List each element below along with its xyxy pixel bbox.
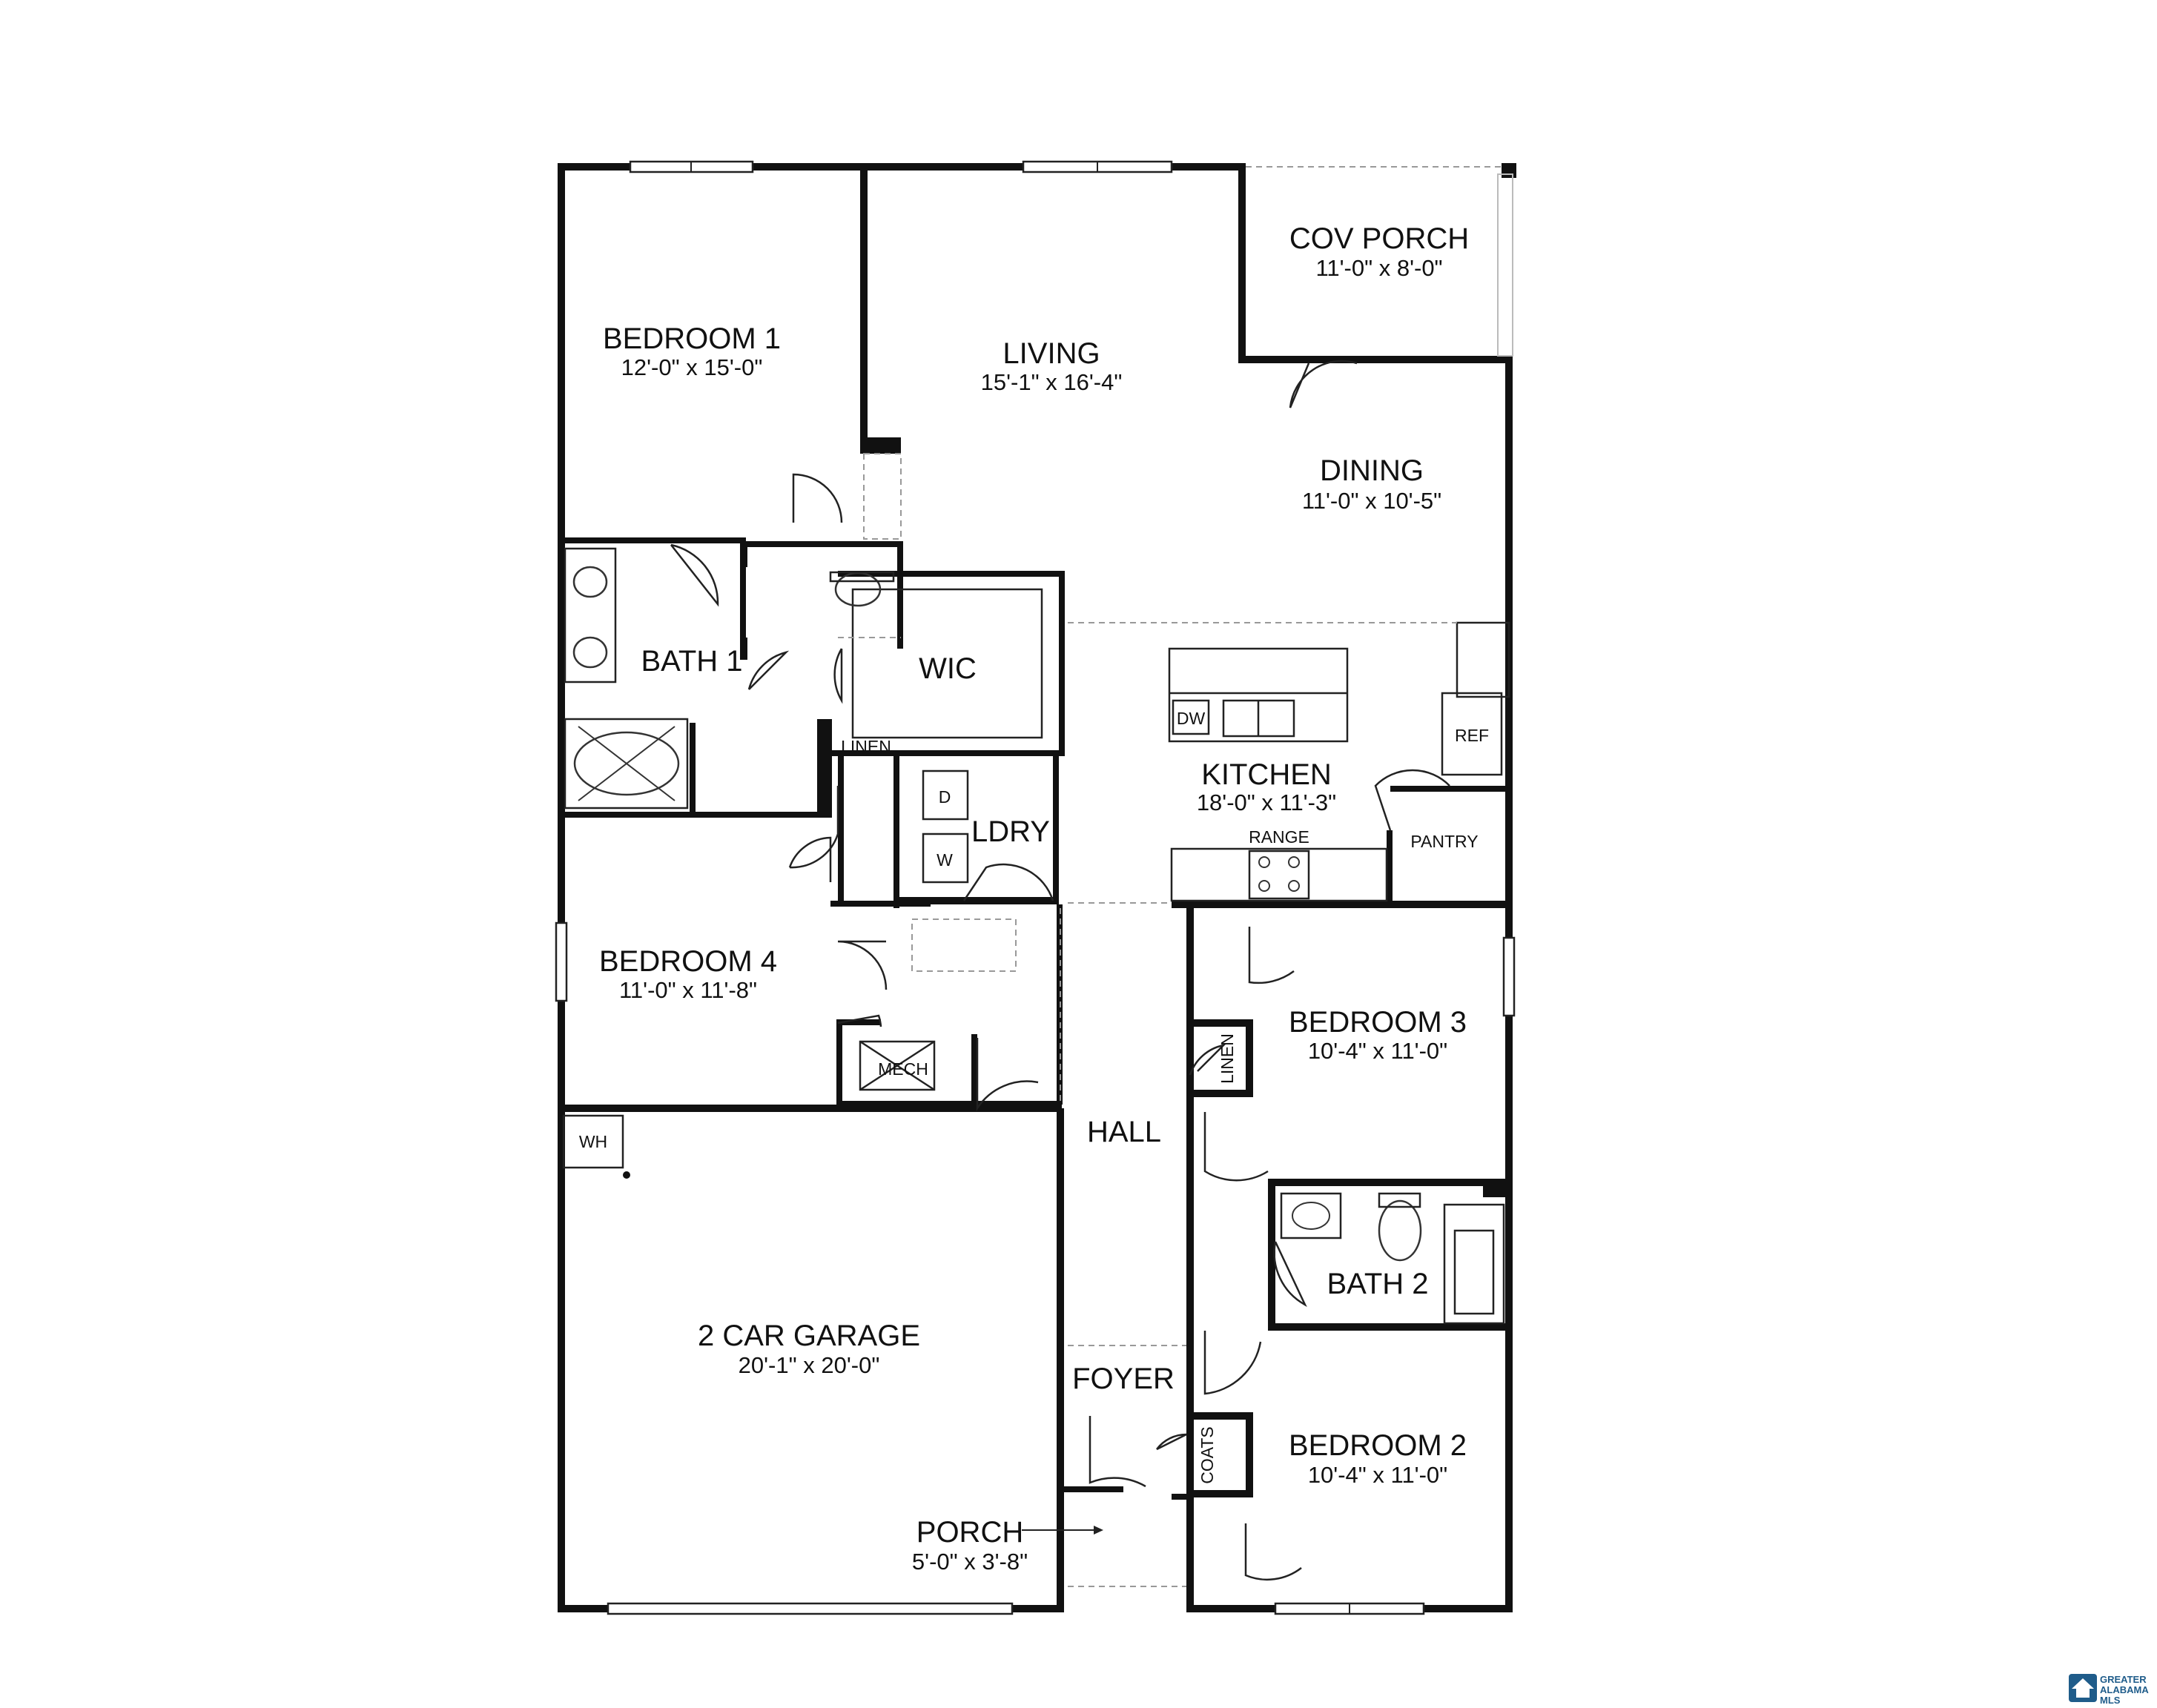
foyer-name: FOYER (1072, 1363, 1175, 1395)
porch-arrow-head (1094, 1526, 1103, 1535)
porch-name: PORCH (916, 1516, 1023, 1549)
bedroom3-dims: 10'-4" x 11'-0" (1308, 1038, 1447, 1064)
coats-label: COATS (1198, 1426, 1217, 1484)
cov-porch-name: COV PORCH (1289, 222, 1469, 255)
logo-line3: MLS (2100, 1695, 2121, 1706)
linen-hall-label: LINEN (1218, 1033, 1237, 1084)
doors (670, 360, 1450, 1581)
porch-dims: 5'-0" x 3'-8" (912, 1549, 1028, 1575)
bedroom4-dims: 11'-0" x 11'-8" (619, 977, 757, 1003)
dining-dims: 11'-0" x 10'-5" (1302, 488, 1441, 514)
room-labels: BEDROOM 1 12'-0" x 15'-0" LIVING 15'-1" … (599, 222, 1469, 1575)
dw-label: DW (1177, 709, 1206, 728)
kitchen-name: KITCHEN (1201, 758, 1332, 791)
bath-fixtures (562, 547, 1505, 1325)
bedroom2-name: BEDROOM 2 (1289, 1429, 1467, 1462)
logo-line2: ALABAMA (2100, 1684, 2149, 1695)
windows (555, 160, 1516, 1615)
bedroom3-name: BEDROOM 3 (1289, 1006, 1467, 1039)
interior-walls (558, 437, 1513, 1587)
bedroom2-dims: 10'-4" x 11'-0" (1308, 1462, 1447, 1488)
cov-porch-dims: 11'-0" x 8'-0" (1315, 255, 1442, 281)
wic-name: WIC (919, 652, 977, 685)
bath1-name: BATH 1 (641, 645, 742, 678)
mech-label: MECH (878, 1059, 928, 1079)
ldry-name: LDRY (971, 815, 1050, 848)
bedroom1-name: BEDROOM 1 (603, 322, 781, 355)
garage-dims: 20'-1" x 20'-0" (739, 1352, 880, 1378)
ref-label: REF (1455, 726, 1489, 745)
living-dims: 15'-1" x 16'-4" (981, 369, 1123, 395)
fixture-labels: DW REF RANGE PANTRY LINEN D W MECH LINEN… (579, 709, 1489, 1484)
washer-label: W (937, 850, 953, 870)
bedroom1-dims: 12'-0" x 15'-0" (621, 354, 763, 380)
logo-line1: GREATER (2100, 1674, 2147, 1685)
dryer-label: D (939, 787, 951, 807)
bath2-name: BATH 2 (1327, 1268, 1428, 1300)
garage-name: 2 CAR GARAGE (698, 1320, 920, 1352)
kitchen-dims: 18'-0" x 11'-3" (1197, 790, 1336, 815)
hall-name: HALL (1087, 1116, 1161, 1148)
living-name: LIVING (1002, 337, 1100, 370)
pantry-label: PANTRY (1410, 832, 1478, 851)
cov-porch-outline (1246, 166, 1513, 357)
greater-alabama-mls-logo: GREATER ALABAMA MLS (2069, 1674, 2149, 1706)
bedroom4-name: BEDROOM 4 (599, 945, 777, 978)
linen-bath1-label: LINEN (841, 737, 891, 756)
wh-label: WH (579, 1132, 607, 1151)
dining-name: DINING (1320, 454, 1424, 487)
range-label: RANGE (1249, 827, 1309, 847)
